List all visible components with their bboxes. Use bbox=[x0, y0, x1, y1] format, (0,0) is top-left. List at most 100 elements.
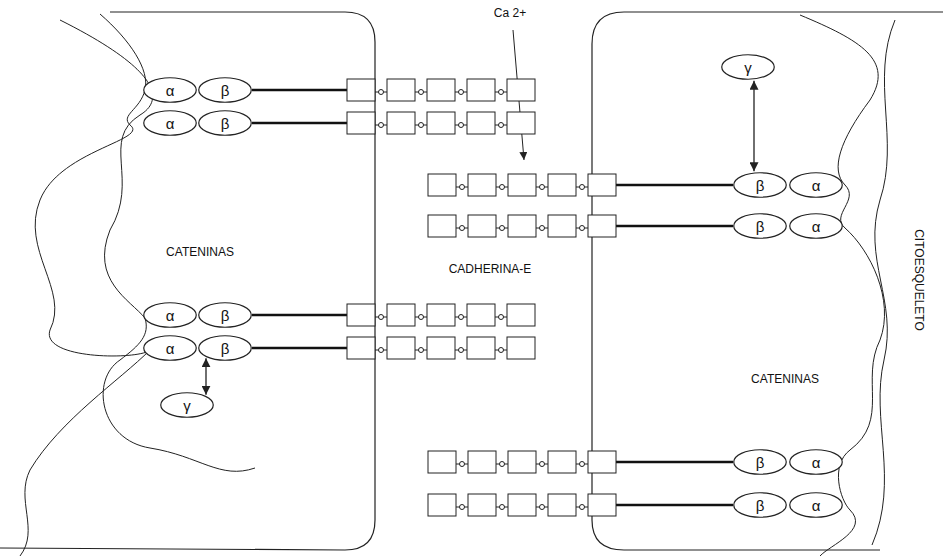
catenin-ellipse: β bbox=[733, 449, 787, 475]
cadherin-domain bbox=[467, 304, 495, 326]
catenin-ellipse: α bbox=[143, 335, 197, 361]
ellipse-shape bbox=[790, 173, 843, 198]
cadherin-domain bbox=[468, 451, 496, 473]
cadherin-domain bbox=[588, 451, 616, 473]
cadherin-domain bbox=[468, 174, 496, 196]
catenin-ellipse: α bbox=[789, 213, 843, 239]
cadherin-domain bbox=[387, 112, 415, 134]
protein-symbol: β bbox=[756, 455, 765, 470]
catenin-ellipse: β bbox=[198, 110, 252, 136]
cytoskeleton-fiber bbox=[872, 20, 895, 545]
catenin-ellipse: α bbox=[143, 77, 197, 103]
catenin-ellipse: α bbox=[789, 492, 843, 518]
cadherin-chain bbox=[428, 494, 733, 516]
calcium-site bbox=[540, 505, 545, 510]
cadherin-domain bbox=[548, 451, 576, 473]
calcium-site bbox=[500, 505, 505, 510]
calcium-site bbox=[379, 348, 384, 353]
calcium-site bbox=[500, 226, 505, 231]
transmembrane-segment bbox=[252, 89, 347, 92]
ellipse-shape bbox=[199, 336, 252, 361]
calcium-site bbox=[499, 123, 504, 128]
cytoskeleton-fiber bbox=[800, 15, 885, 556]
calcium-site bbox=[419, 315, 424, 320]
catenin-ellipse: α bbox=[143, 110, 197, 136]
cadherin-domain bbox=[507, 304, 535, 326]
cytoskeleton-fiber bbox=[20, 14, 150, 556]
ellipse-shape bbox=[722, 55, 775, 80]
ellipse-shape bbox=[734, 214, 787, 239]
calcium-site bbox=[419, 123, 424, 128]
calcium-site bbox=[540, 226, 545, 231]
calcium-site bbox=[460, 185, 465, 190]
protein-symbol: β bbox=[756, 219, 765, 234]
calcium-site bbox=[500, 185, 505, 190]
cadherin-domain bbox=[387, 79, 415, 101]
calcium-site bbox=[500, 462, 505, 467]
protein-symbol: γ bbox=[183, 398, 191, 413]
calcium-site bbox=[580, 505, 585, 510]
interaction-arrow bbox=[205, 358, 206, 395]
cadherin-domain bbox=[467, 337, 495, 359]
cadherin-domain bbox=[508, 215, 536, 237]
ellipse-shape bbox=[144, 78, 197, 103]
cadherin-chain bbox=[252, 79, 535, 101]
cadherin-domain bbox=[548, 174, 576, 196]
calcium-site bbox=[499, 348, 504, 353]
calcium-site bbox=[580, 462, 585, 467]
region-label: CATENINAS bbox=[163, 245, 237, 260]
transmembrane-segment bbox=[616, 504, 733, 507]
cadherin-domain bbox=[467, 79, 495, 101]
transmembrane-segment bbox=[252, 314, 347, 317]
ellipse-shape bbox=[144, 111, 197, 136]
cadherin-domain bbox=[588, 174, 616, 196]
cadherin-domain bbox=[428, 451, 456, 473]
cadherin-domain bbox=[507, 337, 535, 359]
cadherin-domain bbox=[347, 79, 375, 101]
transmembrane-segment bbox=[616, 225, 733, 228]
cadherin-domain bbox=[508, 174, 536, 196]
cadherin-domain bbox=[467, 112, 495, 134]
cadherin-domain bbox=[548, 494, 576, 516]
protein-symbol: β bbox=[221, 116, 230, 131]
calcium-site bbox=[499, 90, 504, 95]
calcium-site bbox=[459, 123, 464, 128]
cadherin-domain bbox=[507, 112, 535, 134]
cadherin-domain bbox=[468, 215, 496, 237]
protein-symbol: β bbox=[221, 341, 230, 356]
transmembrane-segment bbox=[616, 184, 733, 187]
protein-symbol: α bbox=[812, 455, 821, 470]
catenin-ellipse: α bbox=[143, 302, 197, 328]
protein-symbol: β bbox=[221, 308, 230, 323]
cadherin-domain bbox=[508, 451, 536, 473]
transmembrane-segment bbox=[616, 461, 733, 464]
protein-symbol: α bbox=[166, 341, 175, 356]
catenin-ellipse: β bbox=[198, 77, 252, 103]
catenin-ellipse: γ bbox=[160, 392, 214, 418]
cadherin-domain bbox=[347, 337, 375, 359]
protein-symbol: β bbox=[221, 83, 230, 98]
calcium-site bbox=[459, 90, 464, 95]
calcium-site bbox=[419, 90, 424, 95]
cell-membrane bbox=[592, 12, 943, 550]
region-label: CITOESQUELETO bbox=[910, 226, 925, 334]
calcium-site bbox=[459, 348, 464, 353]
cadherin-chain bbox=[428, 174, 733, 196]
protein-symbol: α bbox=[812, 219, 821, 234]
protein-symbol: α bbox=[166, 83, 175, 98]
ellipse-shape bbox=[161, 393, 214, 418]
cadherin-domain bbox=[548, 215, 576, 237]
ellipse-shape bbox=[199, 303, 252, 328]
protein-symbol: α bbox=[812, 178, 821, 193]
catenin-ellipse: β bbox=[198, 302, 252, 328]
protein-symbol: γ bbox=[744, 60, 752, 75]
transmembrane-segment bbox=[252, 122, 347, 125]
cadherin-domain bbox=[347, 112, 375, 134]
region-label: CADHERINA-E bbox=[446, 262, 535, 277]
ellipse-shape bbox=[199, 78, 252, 103]
ellipse-shape bbox=[144, 336, 197, 361]
calcium-site bbox=[460, 505, 465, 510]
cadherin-domain bbox=[588, 494, 616, 516]
protein-symbol: β bbox=[756, 498, 765, 513]
